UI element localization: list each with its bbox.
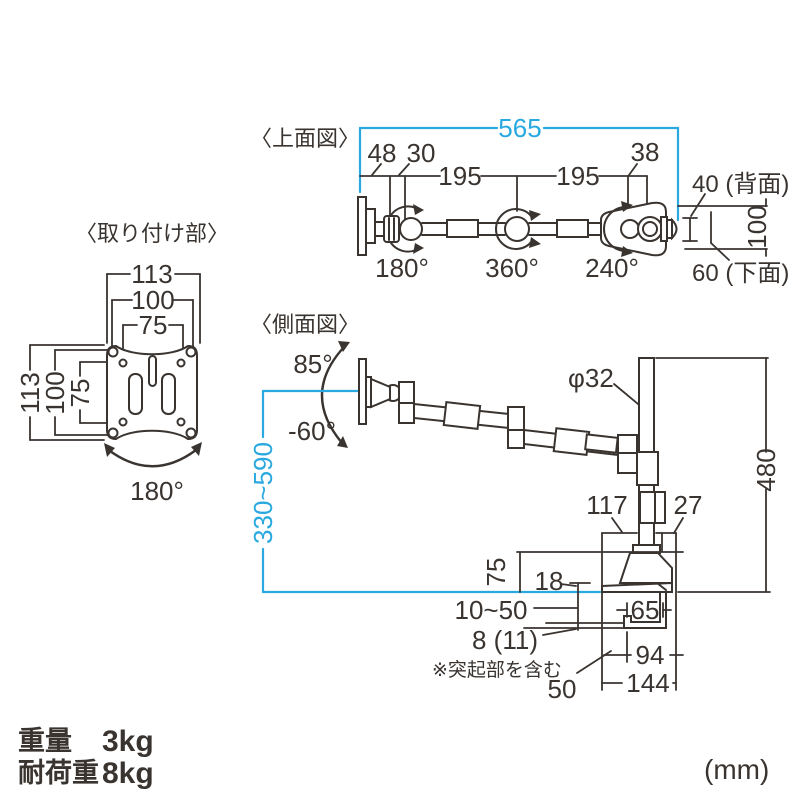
clamp-body	[618, 552, 673, 584]
clamp-top-plate	[601, 581, 673, 593]
dim-pole-height: 480	[751, 448, 781, 491]
tilt-angle-arrow	[320, 341, 350, 448]
center-keyhole-slot	[148, 355, 157, 387]
dim-pole-diameter: φ32	[568, 363, 614, 393]
top-view-total-dimension: 565	[358, 113, 680, 222]
footer-specs: 重量 3kg 耐荷重 8kg (mm)	[18, 725, 769, 790]
side-view-arm-drawing	[358, 357, 666, 549]
dim-head-offset: 38	[631, 137, 660, 167]
mount-plate-title: 〈取り付け部〉	[75, 221, 229, 246]
height-adjust-collar	[639, 491, 666, 524]
dim-height-range: 330~590	[248, 442, 278, 544]
side-view: 〈側面図〉 85° -60° 330~590	[248, 312, 781, 704]
load-value: 8kg	[102, 757, 154, 790]
top-view-dimension-chain: 48 30 195 195 38	[359, 137, 660, 229]
mount-plate-left-dimensions: 113 100 75	[15, 344, 121, 441]
protrusion-note: ※突起部を含む	[432, 659, 562, 681]
units-note: (mm)	[704, 754, 769, 785]
dim-plate-width-holes: 100	[131, 285, 174, 315]
vesa-plate-outline	[106, 344, 198, 441]
dim-base-offset: 50	[548, 674, 577, 704]
dim-clamp-body-width: 117	[586, 490, 627, 520]
tilt-down-label: -60°	[288, 416, 336, 446]
dim-jaw-plate-thickness: 8 (11)	[472, 625, 538, 655]
joint2-ball	[504, 216, 530, 242]
side-view-title: 〈側面図〉	[250, 312, 360, 337]
dim-clamp-screw-width: 27	[674, 490, 703, 520]
right-slot	[161, 373, 176, 415]
joint2-angle-label: 360°	[485, 253, 539, 283]
top-view-head-dimensions: 40 (背面) 100 60 (下面)	[677, 171, 789, 287]
dim-plate-height-holes: 100	[40, 371, 70, 414]
dim-mount-height: 75	[481, 558, 511, 587]
height-range-dimension: 330~590	[248, 389, 602, 594]
top-view-title: 〈上面図〉	[250, 126, 360, 151]
dim-arm2-length: 195	[556, 161, 599, 191]
clamp-reference-box: 117 27	[586, 490, 703, 691]
mount-plate-view: 〈取り付け部〉 113 100 75 113 100 75	[15, 221, 229, 506]
dim-plate-height: 100	[742, 205, 772, 248]
dim-base-depth: 94	[636, 640, 665, 670]
dim-plate-height-inner: 75	[65, 379, 95, 408]
plate-swivel-angle-label: 180°	[130, 476, 184, 506]
dim-joint-offset: 30	[407, 138, 436, 168]
left-slot	[128, 373, 143, 415]
clamp-jaw	[623, 591, 667, 629]
dim-arm1-length: 195	[438, 161, 481, 191]
vesa-plate-edge	[358, 358, 367, 425]
weight-label: 重量	[18, 726, 72, 756]
wall-plate-top	[357, 196, 367, 256]
dim-wall-offset: 48	[368, 138, 397, 168]
dim-total-length: 565	[498, 113, 541, 143]
dim-back-depth: 40 (背面)	[692, 171, 789, 198]
mount-plate-top-dimensions: 113 100 75	[106, 259, 201, 360]
dim-bottom-depth: 60 (下面)	[692, 260, 789, 287]
joint1-angle-label: 180°	[375, 253, 429, 283]
plate-swivel-arrow	[104, 442, 202, 468]
tilt-up-label: 85°	[293, 349, 332, 379]
desk-clamp-drawing	[601, 544, 673, 629]
top-view: 〈上面図〉 565 48 30 195 195 38	[250, 113, 789, 287]
dim-plate-width-inner: 75	[139, 310, 168, 340]
top-view-arm-drawing	[357, 196, 678, 257]
joint1-ball	[399, 217, 423, 241]
dim-plate-width-outer: 113	[131, 259, 172, 289]
dim-jaw-depth: 65	[631, 595, 660, 625]
pole-dimensions: φ32 480	[568, 357, 781, 593]
joint3-ball	[620, 219, 640, 239]
dim-base-total-depth: 144	[626, 668, 669, 698]
dim-plate-height-outer: 113	[15, 372, 45, 413]
vesa-plate-drawing	[106, 344, 198, 441]
clamp-dimensions: 75 18 10~50 8 (11) ※突起部を含む 65 94 144 50	[432, 551, 684, 704]
dim-desk-thickness-range: 10~50	[454, 595, 527, 625]
joint3-angle-label: 240°	[585, 253, 639, 283]
weight-value: 3kg	[102, 725, 154, 758]
load-label: 耐荷重	[18, 758, 99, 788]
dim-plate-above-desk: 18	[535, 566, 564, 596]
